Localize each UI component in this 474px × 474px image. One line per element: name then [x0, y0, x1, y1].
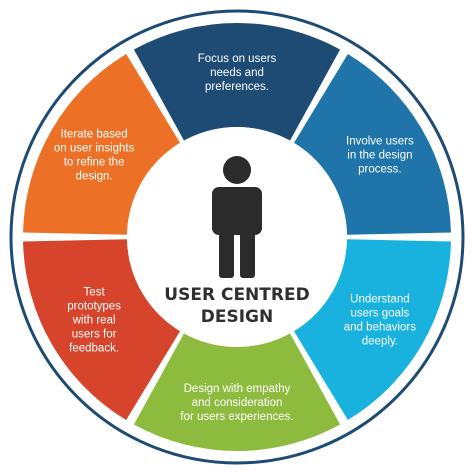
segment-1 — [133, 23, 341, 141]
segment-4-text-line: and consideration — [192, 397, 283, 409]
segment-6-text-line: on user insights — [54, 143, 135, 155]
segment-3 — [293, 239, 451, 421]
segment-4 — [133, 333, 341, 451]
center-title-line-2: DESIGN — [201, 307, 273, 327]
segment-6-text-line: to refine the — [64, 157, 125, 169]
segment-6 — [23, 53, 181, 235]
segment-2 — [293, 53, 451, 235]
segment-5-text-line: feedback. — [69, 343, 119, 355]
segment-1-text-line: preferences. — [205, 81, 269, 93]
segment-1-text-line: needs and — [210, 67, 264, 79]
segment-4-text-line: for users experiences. — [180, 411, 293, 423]
segment-4-text-line: Design with empathy — [184, 383, 291, 395]
segment-5-text-line: prototypes — [67, 301, 121, 313]
segment-5-text-line: users for — [72, 329, 117, 341]
person-icon — [212, 156, 262, 278]
segment-5 — [23, 239, 181, 421]
segment-6-text-line: design. — [76, 171, 113, 183]
segment-2-text-line: Involve users — [346, 136, 414, 148]
segment-5-text-line: Test — [84, 287, 106, 299]
segment-5-text-line: with real — [72, 315, 116, 327]
segment-1-text-line: Focus on users — [198, 53, 277, 65]
segment-6-text-line: Iterate based — [61, 129, 128, 141]
segment-3-text-line: deeply. — [362, 336, 398, 348]
segment-2-text-line: in the design — [347, 150, 412, 162]
segment-3-text-line: and behaviors — [344, 322, 416, 334]
center-disc — [127, 127, 347, 347]
segment-3-text-line: users goals — [350, 308, 409, 320]
outer-ring — [9, 9, 465, 465]
segment-2-text-line: process. — [358, 164, 401, 176]
center-title-line-1: USER CENTRED — [164, 285, 309, 305]
segments: Focus on users needs and preferences. Invol… — [23, 23, 451, 451]
segment-3-text-line: Understand — [350, 294, 409, 306]
